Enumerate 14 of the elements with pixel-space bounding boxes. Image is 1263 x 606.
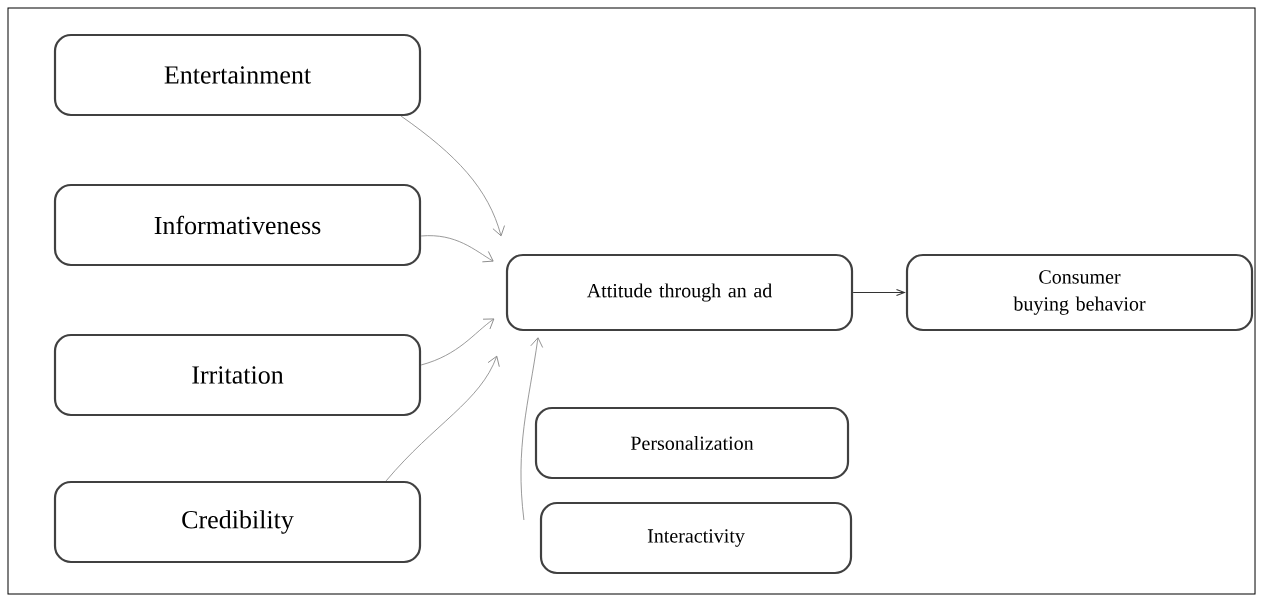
process-box: Interactivity (539, 501, 853, 575)
arrow (400, 115, 505, 237)
arrow (852, 289, 905, 296)
process-box: Attitude through an ad (505, 253, 854, 332)
arrow (420, 235, 494, 263)
arrow (385, 355, 500, 482)
process-box: Irritation (53, 333, 422, 417)
process-box: Informativeness (53, 183, 422, 267)
arrow (420, 318, 495, 366)
process-box: Credibility (53, 480, 422, 564)
arrow (520, 337, 544, 521)
process-box: Personalization (534, 406, 850, 480)
process-box: Entertainment (53, 33, 422, 117)
process-box: Consumer buying behavior (905, 253, 1254, 332)
